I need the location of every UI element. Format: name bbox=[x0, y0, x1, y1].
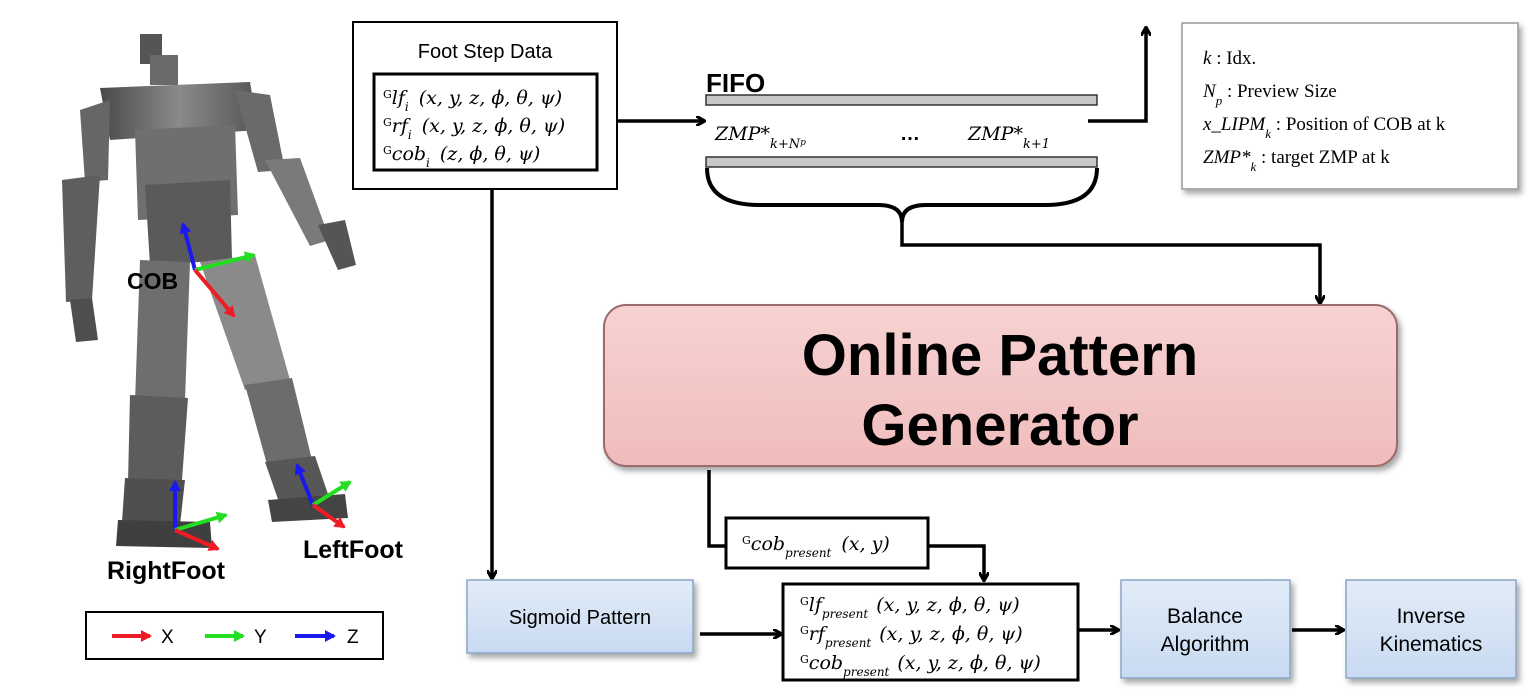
inverse-label-line1: Inverse bbox=[1397, 605, 1466, 628]
cob-present-text: Gcobpresent(x, y) bbox=[742, 533, 890, 560]
fifo-label: FIFO bbox=[706, 68, 765, 98]
robot-right-hand bbox=[70, 298, 98, 342]
foot-step-line-lf: Glfi(x, y, z, ϕ, θ, ψ) bbox=[383, 87, 562, 114]
robot-left-lower-arm bbox=[265, 158, 330, 246]
fifo-right-item: ZMP*k+1 bbox=[967, 123, 1050, 152]
fifo-ellipsis: … bbox=[900, 123, 920, 145]
fifo-left-item: ZMP*k+Np bbox=[714, 123, 806, 152]
cob-y-axis bbox=[194, 251, 256, 272]
foot-step-inner-box bbox=[372, 72, 599, 172]
arrow-fifo-to-generator bbox=[900, 222, 1320, 303]
balance-label-line2: Algorithm bbox=[1161, 633, 1250, 656]
cob-x-axis bbox=[193, 268, 236, 318]
fifo-bottom-bar bbox=[705, 156, 1098, 168]
present-line-rf: Grfpresent(x, y, z, ϕ, θ, ψ) bbox=[800, 623, 1023, 650]
left-foot-y-axis bbox=[311, 480, 352, 507]
inverse-label-line2: Kinematics bbox=[1380, 633, 1483, 656]
generator-title-line1: Online Pattern bbox=[802, 323, 1198, 388]
present-state-box bbox=[781, 582, 1080, 682]
robot-left-shin bbox=[245, 378, 312, 468]
online-pattern-generator: Online Pattern Generator bbox=[603, 304, 1398, 467]
symbol-legend-line-np: Np : Preview Size bbox=[1202, 81, 1337, 108]
left-foot-z-axis bbox=[294, 463, 315, 506]
sigmoid-pattern-block: Sigmoid Pattern bbox=[466, 579, 694, 654]
generator-box bbox=[603, 304, 1398, 467]
left-foot-x-axis bbox=[311, 503, 346, 529]
sigmoid-box bbox=[466, 579, 694, 654]
balance-algorithm-block: Balance Algorithm bbox=[1120, 579, 1291, 679]
inverse-kinematics-block: Inverse Kinematics bbox=[1345, 579, 1517, 679]
fifo-brace bbox=[705, 167, 1099, 223]
robot-shoulders bbox=[100, 82, 258, 140]
cob-present-block: Gcobpresent(x, y) bbox=[724, 516, 930, 570]
legend-x-label: X bbox=[161, 627, 174, 648]
present-state-block: Glfpresent(x, y, z, ϕ, θ, ψ) Grfpresent(… bbox=[781, 582, 1080, 682]
symbol-legend-line-xlipm: x_LIPMk : Position of COB at k bbox=[1202, 114, 1446, 141]
legend-y-label: Y bbox=[254, 627, 267, 648]
robot-right-shin bbox=[128, 395, 188, 482]
robot-left-thigh bbox=[200, 255, 290, 390]
robot-left-hand bbox=[318, 220, 356, 270]
foot-step-title: Foot Step Data bbox=[418, 41, 553, 63]
present-line-lf: Glfpresent(x, y, z, ϕ, θ, ψ) bbox=[800, 594, 1020, 621]
robot-illustration: COB RightFoot LeftFoot bbox=[62, 34, 404, 585]
robot-left-ankle bbox=[265, 456, 330, 505]
left-foot-label: LeftFoot bbox=[303, 536, 404, 564]
symbol-legend-line-k: k : Idx. bbox=[1203, 48, 1256, 69]
right-foot-label: RightFoot bbox=[107, 557, 226, 585]
balance-box bbox=[1120, 579, 1291, 679]
robot-right-lower-arm bbox=[62, 175, 100, 302]
fifo-block: FIFO ZMP*k+Np … ZMP*k+1 bbox=[705, 68, 1099, 223]
legend-z-label: Z bbox=[347, 627, 359, 648]
right-foot-y-axis bbox=[174, 511, 228, 532]
symbol-legend-box bbox=[1181, 22, 1519, 190]
robot-left-upper-arm bbox=[235, 90, 285, 172]
cob-present-box bbox=[724, 516, 930, 570]
foot-step-line-cob: Gcobi(z, ϕ, θ, ψ) bbox=[383, 143, 540, 170]
arrow-fifo-output-up bbox=[1088, 28, 1146, 123]
inverse-box bbox=[1345, 579, 1517, 679]
robot-right-upper-arm bbox=[80, 100, 110, 182]
cob-z-axis bbox=[179, 222, 197, 271]
arrow-cob-present-to-present-box bbox=[929, 544, 984, 580]
robot-neck bbox=[150, 55, 178, 85]
sigmoid-label: Sigmoid Pattern bbox=[509, 607, 651, 629]
symbol-legend-line-zmp: ZMP*k : target ZMP at k bbox=[1203, 147, 1390, 174]
generator-title-line2: Generator bbox=[861, 393, 1138, 458]
robot-right-thigh bbox=[135, 260, 190, 402]
foot-step-line-rf: Grfi(x, y, z, ϕ, θ, ψ) bbox=[383, 115, 565, 142]
right-foot-x-axis bbox=[174, 528, 220, 551]
foot-step-data-block: Foot Step Data Glfi(x, y, z, ϕ, θ, ψ) Gr… bbox=[352, 21, 618, 190]
cob-label: COB bbox=[127, 268, 178, 294]
line-generator-to-cob-present bbox=[707, 470, 726, 548]
present-line-cob: Gcobpresent(x, y, z, ϕ, θ, ψ) bbox=[800, 652, 1041, 679]
axis-legend: X Y Z bbox=[85, 611, 384, 660]
symbol-legend-block: k : Idx. Np : Preview Size x_LIPMk : Pos… bbox=[1181, 22, 1519, 190]
fifo-top-bar bbox=[705, 94, 1098, 106]
balance-label-line1: Balance bbox=[1167, 605, 1243, 628]
